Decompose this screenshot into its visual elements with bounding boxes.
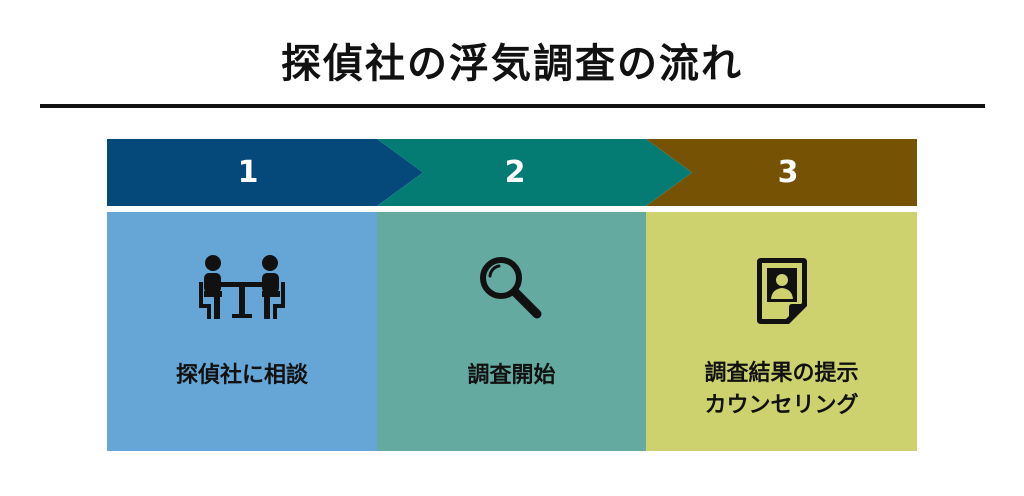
step-3-arrow (646, 139, 917, 206)
step-2-card: 調査開始 (377, 212, 646, 451)
meeting-table-icon (199, 255, 285, 319)
step-arrow-bar (107, 139, 917, 206)
step-3-card: 調査結果の提示 カウンセリング (646, 212, 917, 451)
step-3-label-line-2: カウンセリング (704, 393, 859, 418)
step-3-number: 3 (777, 155, 799, 190)
step-2-label: 調査開始 (467, 363, 556, 388)
step-1-arrow (107, 139, 423, 206)
step-1-number: 1 (237, 155, 259, 190)
profile-document-icon (756, 258, 807, 324)
step-2-number: 2 (504, 155, 526, 190)
step-3-label: 調査結果の提示 カウンセリング (646, 358, 917, 422)
page-title: 探偵社の浮気調査の流れ (281, 41, 743, 87)
title-divider (40, 104, 985, 108)
magnifier-icon (479, 257, 541, 319)
step-1-label: 探偵社に相談 (175, 363, 308, 388)
step-3-label-line-1: 調査結果の提示 (704, 361, 859, 386)
step-1-card: 探偵社に相談 (107, 212, 377, 451)
step-2-arrow (377, 139, 692, 206)
